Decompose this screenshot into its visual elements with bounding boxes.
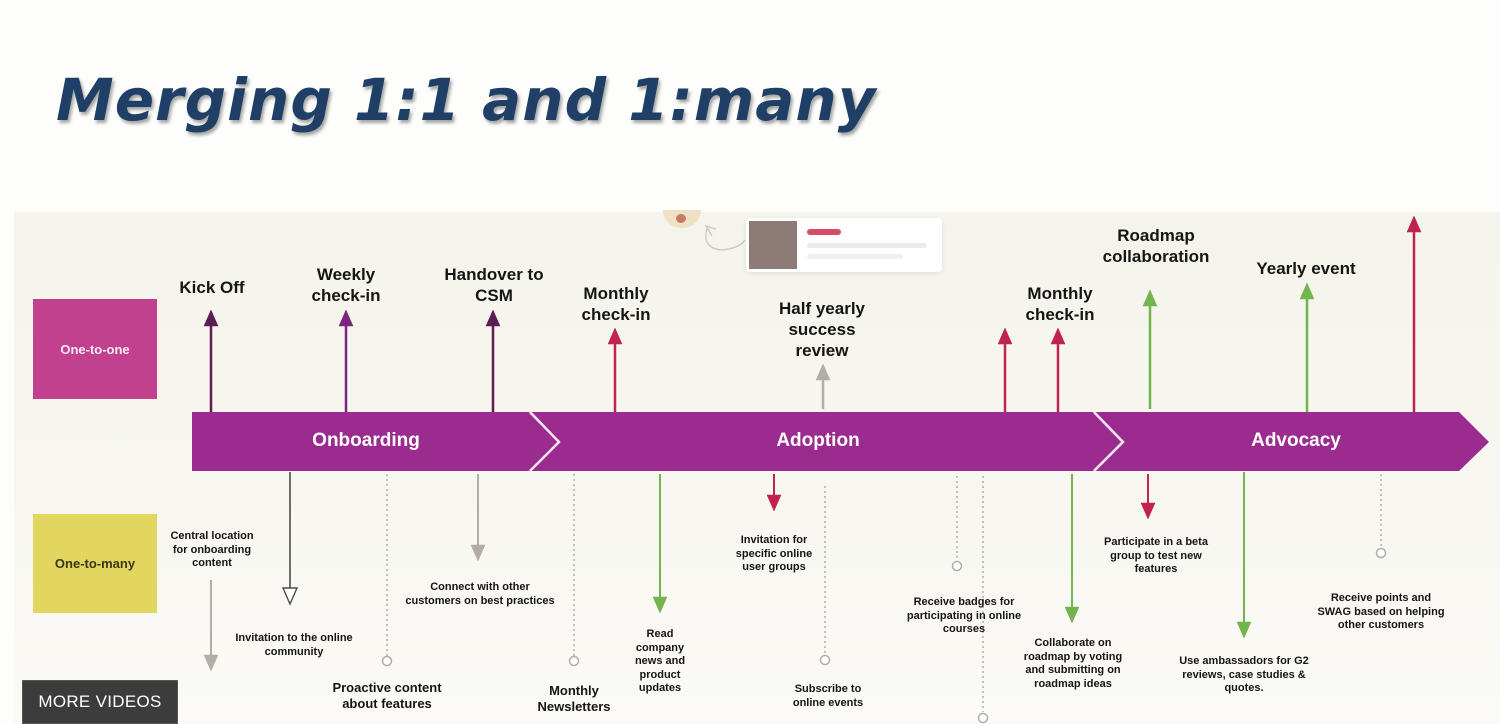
arrow-invitation-community — [281, 472, 299, 606]
decorative-curve — [705, 225, 746, 251]
arrow-handover — [485, 309, 501, 412]
chevron-separator — [529, 411, 561, 472]
phase-band-adoption — [528, 412, 1121, 471]
dotted-subscribe — [819, 486, 831, 666]
phase-label-adoption: Adoption — [776, 430, 860, 451]
card-text-line — [807, 243, 927, 248]
phase-band-advocacy — [1092, 412, 1489, 471]
decorative-curve-arrow — [704, 224, 717, 237]
arrow-roadmap — [1142, 289, 1158, 409]
dotted-badges — [951, 476, 963, 572]
arrow-weekly-check-in — [338, 309, 354, 412]
arrow-central-location — [203, 580, 219, 672]
arrow-monthly-check-in-2a — [997, 327, 1013, 412]
card-accent-line — [807, 229, 841, 235]
arrow-monthly-check-in-2b — [1050, 327, 1066, 412]
arrow-invitation-groups — [766, 474, 782, 512]
one-to-many-swatch: One-to-many — [33, 514, 157, 613]
arrow-top-right — [1406, 215, 1422, 412]
dotted-collaborate — [977, 476, 989, 724]
arrow-read-news — [652, 474, 668, 614]
arrow-yearly-event — [1299, 282, 1315, 412]
dotted-newsletters — [568, 474, 580, 667]
dotted-proactive — [381, 474, 393, 667]
phase-label-advocacy: Advocacy — [1251, 430, 1341, 451]
card-text-line — [807, 254, 903, 259]
label-yearly-event: Yearly event — [1256, 259, 1356, 278]
arrow-participate-beta — [1140, 474, 1156, 520]
arrow-connect-customers — [470, 474, 486, 562]
arrow-half-yearly — [815, 363, 831, 409]
more-videos-button[interactable]: MORE VIDEOS — [22, 680, 178, 724]
page-title: Merging 1:1 and 1:many — [56, 66, 877, 134]
decorative-dot — [676, 214, 686, 223]
card-image-placeholder — [749, 221, 797, 269]
phase-band-onboarding — [192, 412, 558, 471]
arrow-kick-off — [203, 309, 219, 412]
arrow-monthly-check-in — [607, 327, 623, 412]
chevron-separator — [1093, 411, 1125, 472]
dotted-receive-points — [1375, 474, 1387, 559]
arrow-ambassadors — [1236, 472, 1252, 639]
label-kick-off: Kick Off — [179, 278, 245, 297]
phase-label-onboarding: Onboarding — [312, 430, 420, 451]
arrow-collaborate-roadmap — [1064, 474, 1080, 624]
one-to-one-swatch: One-to-one — [33, 299, 157, 399]
